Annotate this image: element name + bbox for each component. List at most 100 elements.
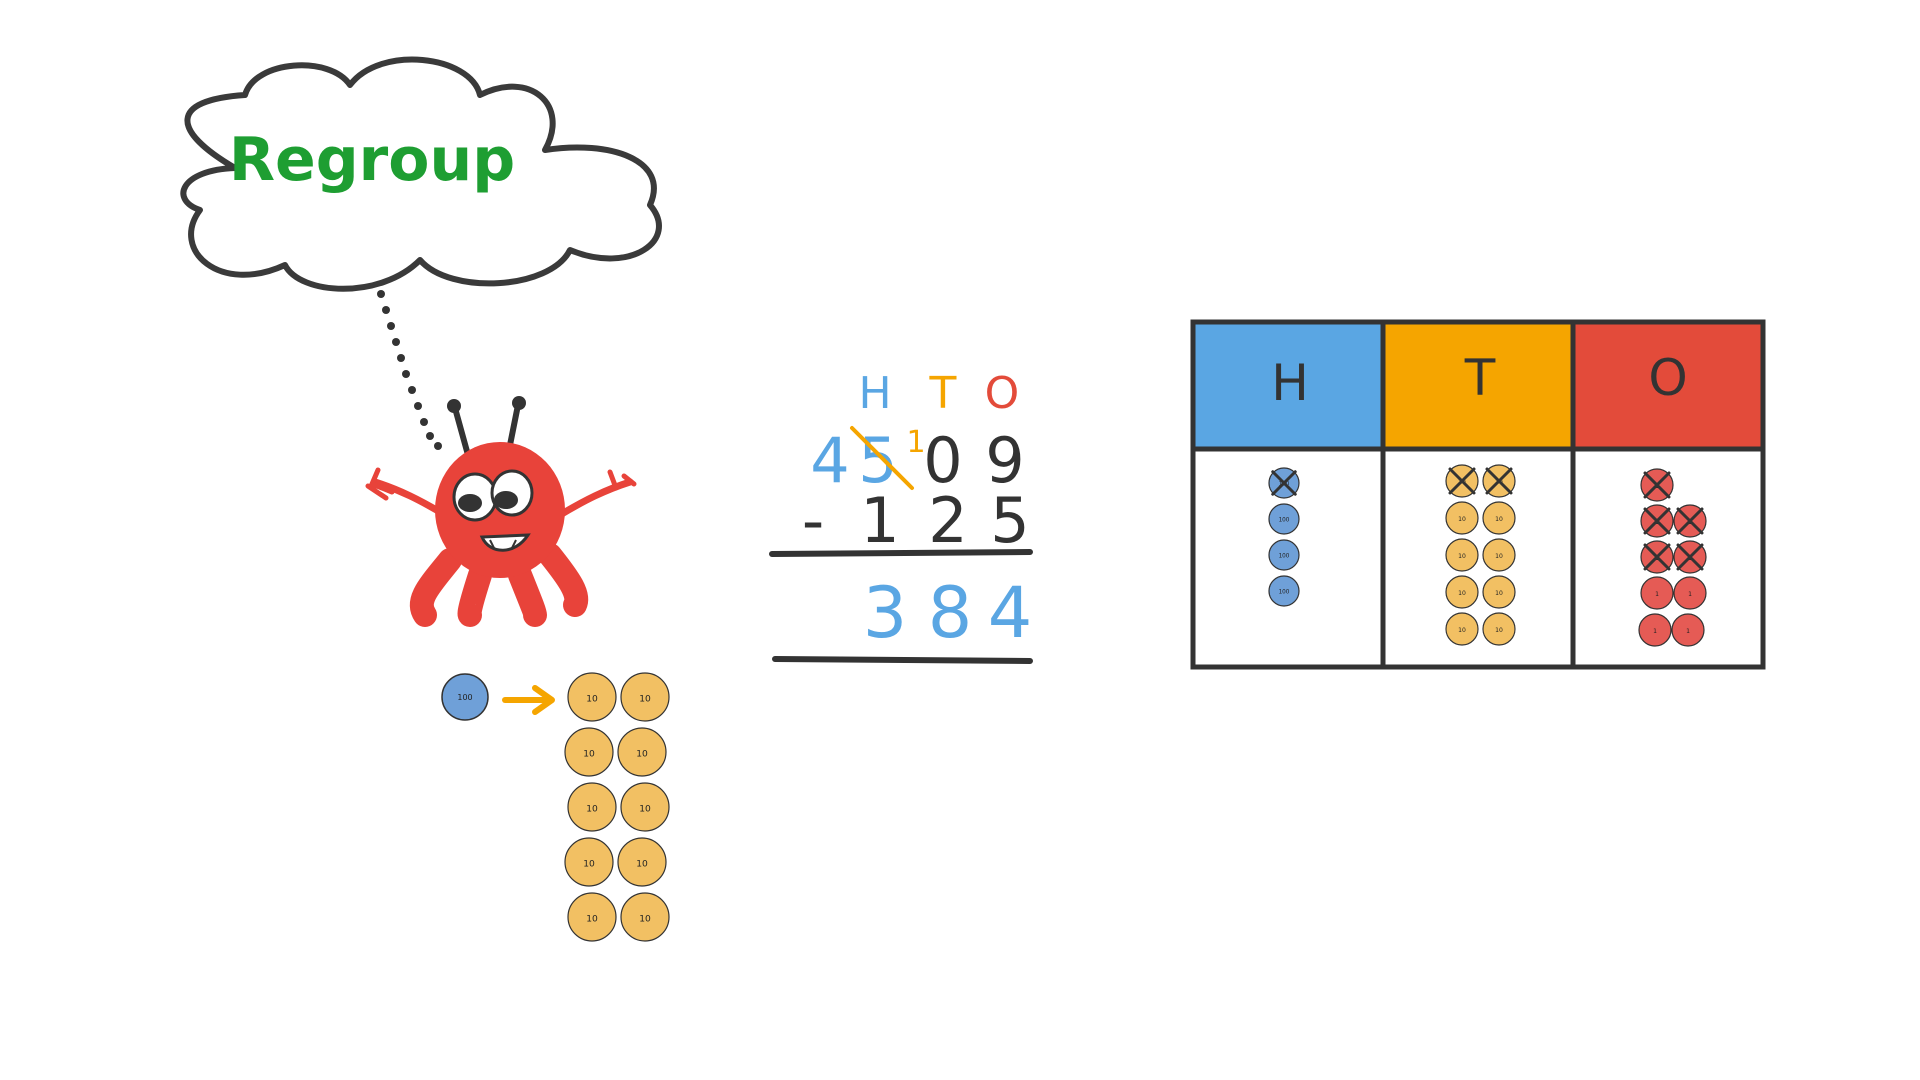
ten-counter: 10 <box>620 892 670 942</box>
one-counter-chip-label: 1 <box>1655 591 1659 598</box>
one-counter-chip-label: 1 <box>1686 628 1690 635</box>
one-counter-chip: 1 <box>1640 576 1674 610</box>
header-ones: O <box>985 368 1020 419</box>
regroup-carry-digit: 1 <box>906 425 925 460</box>
ten-counter-chip: 10 <box>1482 575 1516 609</box>
column-subtraction: H T O 4 5 1 0 9 - 1 2 5 3 8 4 <box>769 368 1033 664</box>
minus-sign: - <box>802 484 824 557</box>
one-counter-chip: 1 <box>1640 504 1674 538</box>
cross-out-mark <box>1643 507 1671 535</box>
chart-header-tens-cell <box>1383 322 1573 449</box>
hundred-counter-chip: 100 <box>1268 539 1300 571</box>
ten-counter: 10 <box>620 672 670 722</box>
one-counter-chip: 1 <box>1673 576 1707 610</box>
ten-counter-label: 10 <box>586 914 598 924</box>
answer-hundreds-digit: 3 <box>863 572 908 654</box>
hundred-counter-chip: 100 <box>1268 575 1300 607</box>
ten-counter-label: 10 <box>636 749 648 759</box>
ten-counter-label: 10 <box>586 694 598 704</box>
hundred-counter-chip-label: 100 <box>1279 518 1290 524</box>
ten-counter-chip: 10 <box>1482 501 1516 535</box>
strike-through-mark <box>850 426 914 490</box>
minuend-hundreds-digit: 5 <box>858 424 897 497</box>
exchange-diagram: 100 10 10 10 10 10 10 10 10 10 10 <box>441 672 670 942</box>
ten-counter-label: 10 <box>639 694 651 704</box>
ten-counter-chip-label: 10 <box>1458 516 1466 523</box>
one-counter-chip: 1 <box>1673 504 1707 538</box>
answer-tens-digit: 8 <box>928 572 973 654</box>
one-counter-chip: 1 <box>1640 540 1674 574</box>
answer-ones-digit: 4 <box>988 572 1033 654</box>
minuend-thousands-digit: 4 <box>810 424 849 497</box>
thought-trail <box>377 290 442 450</box>
hundred-counter-label: 100 <box>457 693 472 702</box>
ten-counter-label: 10 <box>639 804 651 814</box>
ten-counter-label: 10 <box>586 804 598 814</box>
ten-counter-label: 10 <box>583 859 595 869</box>
ten-counter-chip: 10 <box>1445 501 1479 535</box>
ten-counter: 10 <box>567 672 617 722</box>
ten-counter-chip: 10 <box>1482 612 1516 646</box>
place-value-chart: H T O 100100100100 10101010101010101010 … <box>1190 319 1766 670</box>
ten-counter-label: 10 <box>583 749 595 759</box>
cross-out-mark <box>1643 471 1671 499</box>
ten-counter-label: 10 <box>636 859 648 869</box>
chart-header-ones: O <box>1648 349 1687 407</box>
hundred-counter <box>441 673 489 721</box>
ten-counter-chip: 10 <box>1445 464 1479 498</box>
one-counter-chip: 1 <box>1640 468 1674 502</box>
sum-line-bottom <box>772 656 1033 664</box>
cross-out-mark <box>1676 507 1704 535</box>
ten-counter-chip-label: 10 <box>1495 553 1503 560</box>
header-hundreds: H <box>858 368 891 419</box>
ten-counter: 10 <box>620 782 670 832</box>
one-counter-chip: 1 <box>1671 613 1705 647</box>
hundreds-counters: 100 100 100 100 <box>1268 467 1300 607</box>
chart-outline <box>1190 319 1766 670</box>
thought-text: Regroup <box>229 125 515 195</box>
chart-header-hundreds: H <box>1271 354 1309 412</box>
ten-counter-chip: 10 <box>1445 575 1479 609</box>
ten-counter: 10 <box>564 727 614 777</box>
chart-header-hundreds-cell <box>1193 322 1383 449</box>
subtrahend-tens-digit: 2 <box>928 484 967 557</box>
thought-cloud: Regroup <box>180 56 662 292</box>
ten-counter: 10 <box>567 782 617 832</box>
subtrahend-ones-digit: 5 <box>990 484 1029 557</box>
exchange-arrow-icon <box>502 685 555 715</box>
ten-counter-chip-label: 10 <box>1458 627 1466 634</box>
minuend-ones-digit: 9 <box>985 424 1024 497</box>
one-counter-chip: 1 <box>1638 613 1672 647</box>
hundred-counter-chip-label: 100 <box>1279 554 1290 560</box>
cross-out-mark <box>1271 470 1297 496</box>
ten-counter-chip-label: 10 <box>1458 590 1466 597</box>
ten-counter-label: 10 <box>639 914 651 924</box>
subtrahend-hundreds-digit: 1 <box>860 484 899 557</box>
cross-out-mark <box>1643 543 1671 571</box>
ten-counter-chip-label: 10 <box>1495 516 1503 523</box>
ten-counter-chip: 10 <box>1445 538 1479 572</box>
ten-counter-chip: 10 <box>1482 538 1516 572</box>
ten-counter-chip: 10 <box>1482 464 1516 498</box>
hundred-counter-chip: 100 <box>1268 467 1300 499</box>
cross-out-mark <box>1676 543 1704 571</box>
cross-out-mark <box>1485 467 1513 495</box>
monster-mascot <box>365 396 637 627</box>
ten-counter-chip-label: 10 <box>1495 627 1503 634</box>
hundred-counter-chip: 100 <box>1268 503 1300 535</box>
one-counter-chip-label: 1 <box>1688 591 1692 598</box>
ten-counters: 10 10 10 10 10 10 10 10 10 10 <box>564 672 670 942</box>
chart-header-tens: T <box>1464 349 1496 407</box>
ten-counter: 10 <box>567 892 617 942</box>
sum-line-top <box>769 549 1033 557</box>
ten-counter-chip-label: 10 <box>1458 553 1466 560</box>
ten-counter: 10 <box>564 837 614 887</box>
ten-counter: 10 <box>617 837 667 887</box>
cross-out-mark <box>1448 467 1476 495</box>
hundred-counter-chip-label: 100 <box>1279 590 1290 596</box>
one-counter-chip-label: 1 <box>1653 628 1657 635</box>
thought-cloud-outline <box>180 56 662 292</box>
ones-counters: 111111111 <box>1638 468 1707 647</box>
